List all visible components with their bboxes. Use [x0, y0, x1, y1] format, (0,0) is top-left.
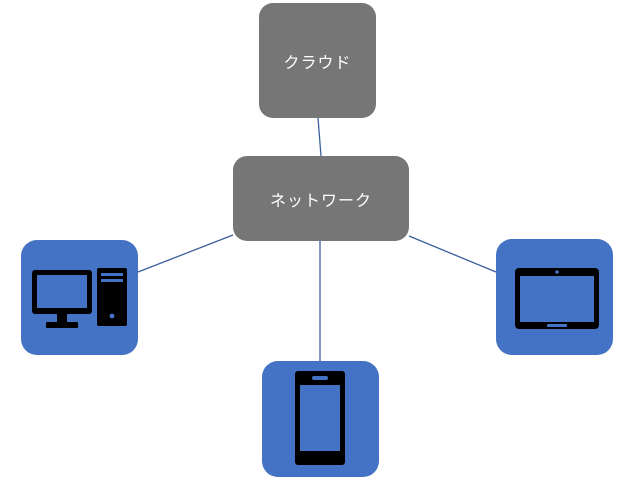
network-node: ネットワーク	[233, 156, 409, 241]
network-label: ネットワーク	[269, 190, 372, 210]
connector-network-tablet	[408, 235, 497, 273]
smartphone-node	[262, 361, 379, 477]
smartphone-icon	[262, 361, 379, 477]
connector-cloud-network	[317, 117, 322, 157]
pc-node	[21, 240, 138, 355]
tablet-icon	[496, 239, 613, 355]
tablet-node	[496, 239, 613, 355]
cloud-label: クラウド	[283, 52, 352, 72]
cloud-node: クラウド	[259, 3, 376, 118]
connector-network-pc	[137, 234, 234, 273]
desktop-computer-icon	[21, 240, 138, 355]
